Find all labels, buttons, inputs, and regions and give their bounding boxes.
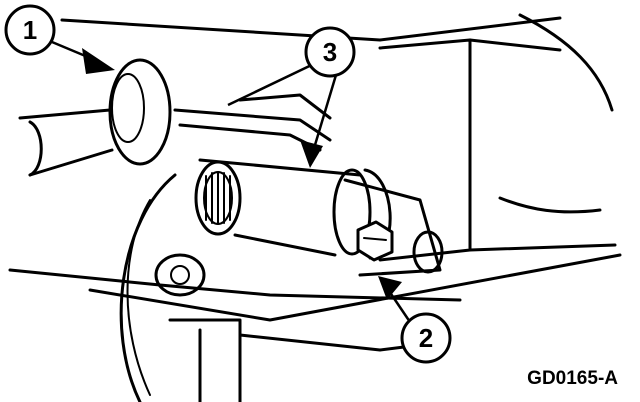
lower-bracket [168,318,242,402]
arrow-1 [82,48,115,74]
bolt-head [356,220,394,262]
leader-3-a [227,58,323,107]
cylinder-bottom [233,233,337,257]
lower-frame-line [8,268,462,302]
housing-arc [119,173,177,402]
callout-circle-1 [4,4,56,56]
upper-frame-line [60,16,562,42]
bolt-bracket [343,178,442,277]
lower-right-line [468,243,617,252]
callout-circle-2 [400,312,452,364]
callout-3-label: 3 [323,37,337,67]
arrow-2 [378,276,402,300]
end-fitting-inner [111,73,145,143]
stud-nut-center [170,265,190,285]
hose-left-lower [28,148,114,177]
end-fitting [108,58,172,166]
callout-1-label: 1 [23,15,37,45]
bracket-edge [468,38,562,52]
right-frame-curve [498,196,602,214]
cylinder-end [194,160,242,236]
rod-bend [238,93,332,120]
leader-3-b [310,74,338,156]
hose-clamp [28,120,43,177]
lower-frame-line-2 [88,253,622,322]
cylinder-collar [332,168,372,256]
stud-nut [154,253,206,297]
hose-left [18,108,112,120]
arrow-3 [300,140,323,168]
callout-2-label: 2 [419,323,433,353]
housing-arc-inner [126,199,151,396]
bracket-plate [378,38,472,262]
outer-arc [518,13,614,112]
rod-upper [173,108,332,142]
cylinder-top [198,158,362,177]
callout-circle-3 [304,26,356,78]
right-bushing [412,230,444,274]
roller-lines [205,171,231,225]
figure-code: GD0165-A [527,368,618,389]
